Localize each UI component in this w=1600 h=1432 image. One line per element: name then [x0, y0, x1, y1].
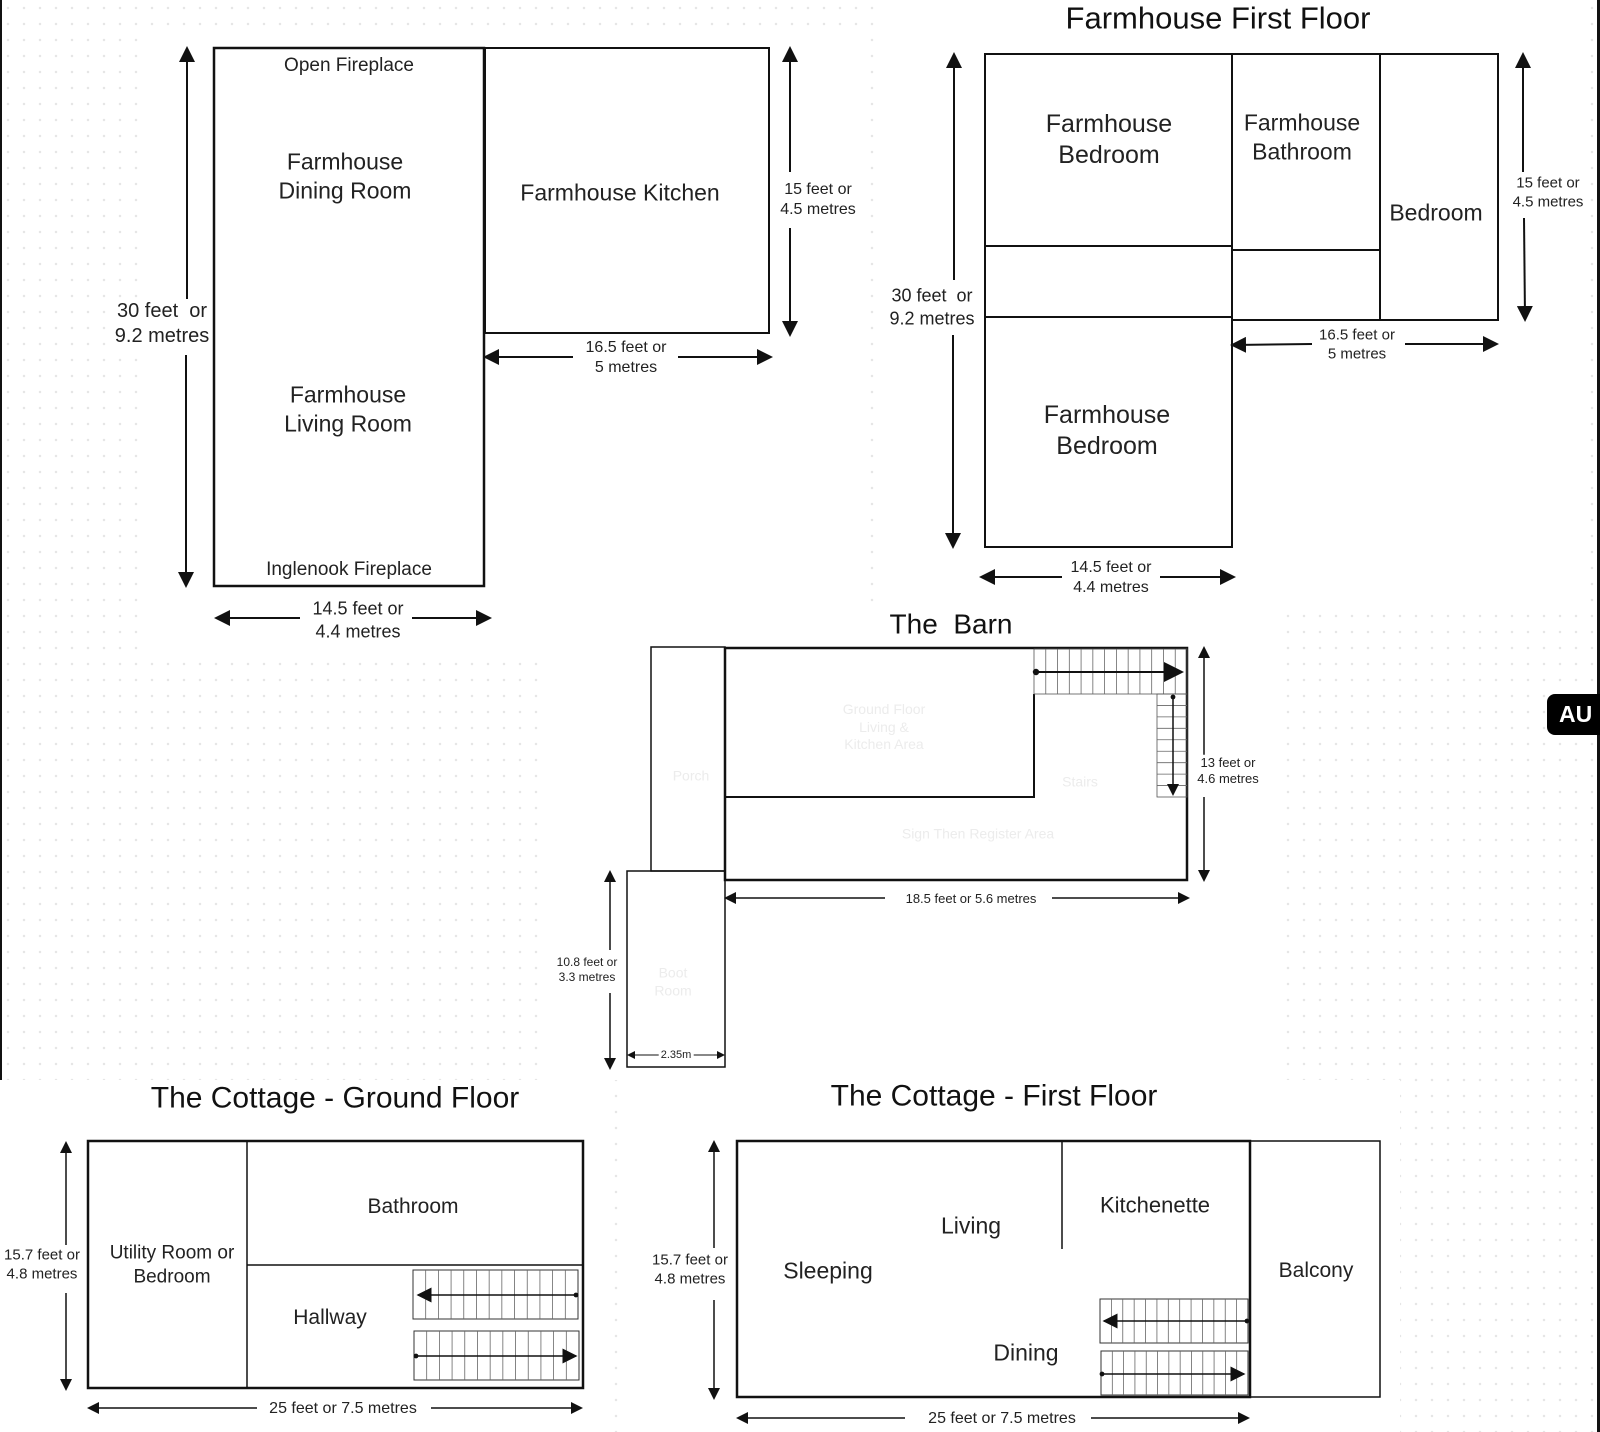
dim-porch-width: 2.35m [658, 1049, 694, 1063]
bg-panel [140, 30, 870, 650]
dim-cottage-first-height: 15.7 feet or 4.8 metres [649, 1251, 731, 1289]
label-farmhouse-bathroom: Farmhouse Bathroom [1243, 109, 1361, 164]
title-cottage-ground-floor: The Cottage - Ground Floor [150, 1081, 520, 1115]
label-farmhouse-kitchen: Farmhouse Kitchen [520, 179, 720, 206]
right-width-arrow [1230, 336, 1313, 353]
label-farmhouse-living-room: Farmhouse Living Room [284, 381, 412, 436]
label-dining: Dining [993, 1339, 1059, 1366]
dim-kitchen-width: 16.5 feet or 5 metres [582, 338, 670, 378]
label-barn-porch: Porch [672, 767, 710, 784]
farmhouse-main-rooms-outline [212, 46, 486, 588]
dim-first-height: 30 feet or 9.2 metres [886, 284, 978, 330]
dim-barn-height: 13 feet or 4.6 metres [1195, 754, 1261, 788]
label-living: Living [940, 1212, 1002, 1239]
label-barn-living-kitchen: Ground Floor Living & Kitchen Area [842, 700, 926, 752]
label-barn-stairs: Stairs [1062, 773, 1098, 790]
first-right-outline [1231, 53, 1499, 321]
dim-cottage-ground-width: 25 feet or 7.5 metres [266, 1399, 420, 1419]
farmhouse-first-plan [945, 52, 1533, 585]
dim-farmhouse-width: 14.5 feet or 4.4 metres [309, 597, 407, 643]
right-height-arrow [1516, 217, 1533, 322]
overlay-badge[interactable]: AU [1547, 694, 1600, 735]
dim-porch-height: 10.8 feet or 3.3 metres [554, 955, 620, 985]
title-farmhouse-first-floor: Farmhouse First Floor [1065, 0, 1371, 36]
farmhouse-kitchen-outline [484, 47, 770, 334]
barn-lower-porch-outline [626, 870, 726, 1068]
label-bedroom: Bedroom [1389, 199, 1483, 226]
balcony-outline [1249, 1140, 1381, 1398]
label-barn-boot-room: Boot Room [654, 964, 692, 999]
dim-first-right-height: 15 feet or 4.5 metres [1509, 174, 1587, 212]
title-the-barn: The Barn [889, 608, 1013, 640]
label-cottage-bathroom: Bathroom [367, 1194, 459, 1218]
cottage-first-plan [708, 1139, 1381, 1424]
dim-cottage-ground-height: 15.7 feet or 4.8 metres [4, 1246, 80, 1284]
label-kitchenette: Kitchenette [1099, 1192, 1211, 1218]
bg-panel [880, 0, 1580, 610]
label-open-fireplace: Open Fireplace [284, 55, 414, 77]
barn-main-outline [723, 646, 1189, 882]
label-barn-lower-area: Sign Then Register Area [901, 825, 1055, 842]
farmhouse-ground-plan [178, 46, 798, 626]
bg-panel [0, 1080, 610, 1432]
dim-kitchen-height: 15 feet or 4.5 metres [777, 180, 859, 220]
dim-first-right-width: 16.5 feet or 5 metres [1316, 326, 1398, 364]
label-farmhouse-bedroom-2: Farmhouse Bedroom [1043, 400, 1171, 460]
bg-panel [630, 1080, 1400, 1432]
dim-farmhouse-height: 30 feet or 9.2 metres [111, 299, 213, 349]
dim-barn-width: 18.5 feet or 5.6 metres [903, 890, 1039, 908]
bg-panel [540, 610, 1280, 1080]
dim-cottage-first-width: 25 feet or 7.5 metres [925, 1409, 1079, 1429]
barn-porch-outline [650, 646, 726, 872]
label-sleeping: Sleeping [783, 1257, 873, 1284]
barn-plan [604, 646, 1210, 1070]
left-border [0, 0, 2, 1432]
dim-first-width: 14.5 feet or 4.4 metres [1067, 558, 1155, 598]
label-hallway: Hallway [293, 1305, 367, 1329]
label-farmhouse-bedroom-1: Farmhouse Bedroom [1045, 109, 1173, 169]
title-cottage-first-floor: The Cottage - First Floor [830, 1079, 1158, 1113]
label-inglenook-fireplace: Inglenook Fireplace [266, 559, 432, 581]
label-farmhouse-dining-room: Farmhouse Dining Room [278, 148, 412, 203]
barn-stair-vertical [1156, 693, 1188, 798]
label-utility-room: Utility Room or Bedroom [109, 1242, 235, 1287]
cottage-ground-plan [60, 1139, 585, 1414]
label-balcony: Balcony [1278, 1258, 1354, 1282]
